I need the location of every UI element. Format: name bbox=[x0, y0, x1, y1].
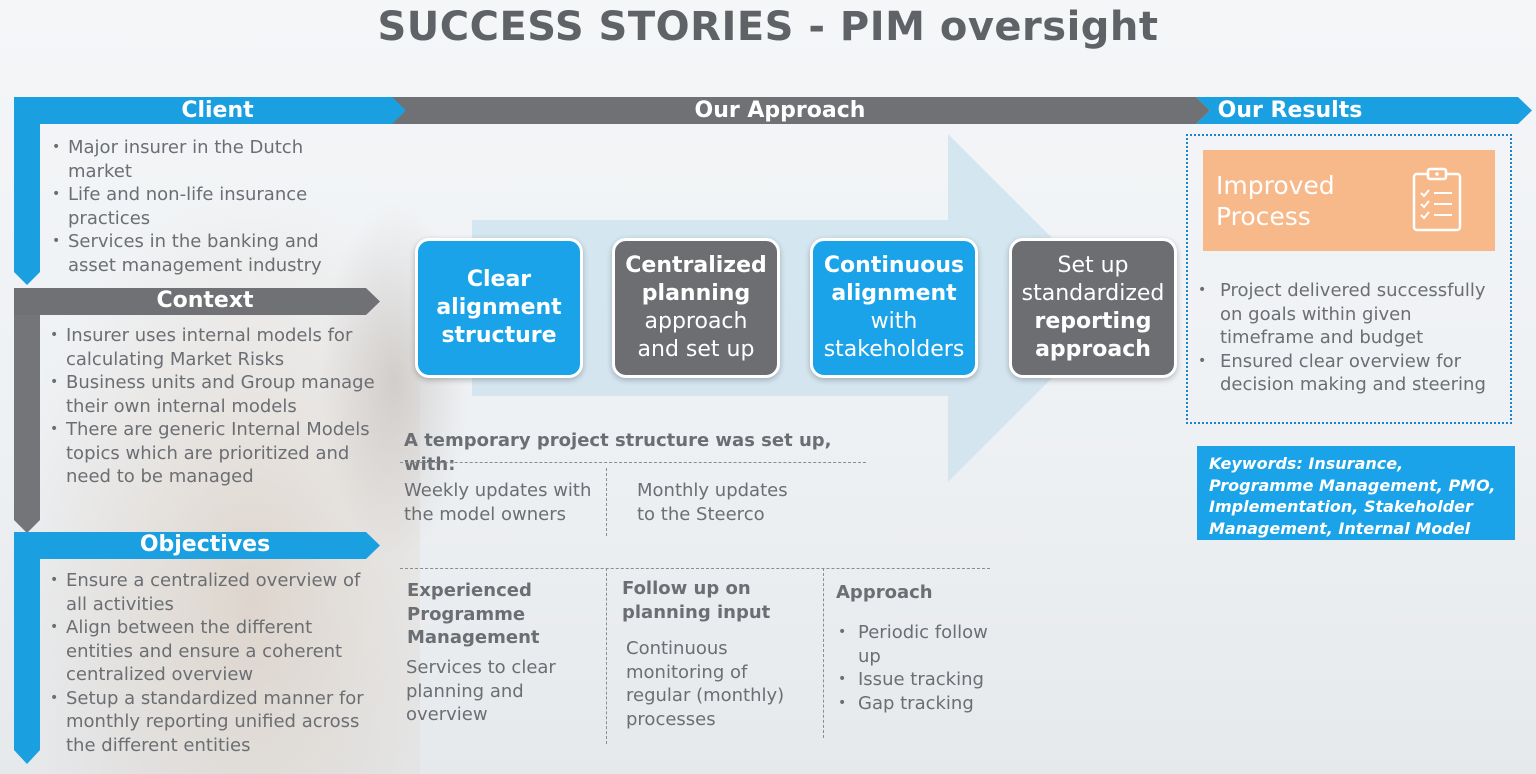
context-list: Insurer uses internal models for calcula… bbox=[50, 324, 375, 489]
col1-text: Services to clear planning and overview bbox=[406, 657, 556, 725]
list-item: Periodic follow up bbox=[838, 621, 998, 668]
context-header: Context bbox=[156, 288, 254, 313]
step-line: Set up bbox=[1057, 253, 1129, 278]
col3-list: Periodic follow up Issue tracking Gap tr… bbox=[838, 621, 998, 715]
objectives-header: Objectives bbox=[139, 532, 271, 557]
step-line: Centralized bbox=[625, 253, 767, 278]
client-list: Major insurer in the Dutch market Life a… bbox=[52, 136, 362, 277]
step-line: standardized bbox=[1021, 281, 1165, 306]
list-item: Life and non-life insurance practices bbox=[52, 183, 362, 230]
header-bands bbox=[14, 97, 1532, 124]
left-section-bars bbox=[14, 120, 40, 764]
list-item: Ensure a centralized overview of all act… bbox=[50, 569, 375, 616]
step-line: alignment bbox=[831, 281, 957, 306]
divider bbox=[400, 568, 990, 569]
list-item: There are generic Internal Models topics… bbox=[50, 418, 375, 489]
step-line: Clear bbox=[466, 267, 532, 292]
approach-header: Our Approach bbox=[694, 98, 866, 123]
results-header: Our Results bbox=[1217, 98, 1363, 123]
list-item: Services in the banking and asset manage… bbox=[52, 230, 362, 277]
structure-heading: A temporary project structure was set up… bbox=[404, 430, 832, 475]
divider bbox=[606, 568, 607, 744]
step-line: stakeholders bbox=[823, 337, 965, 362]
divider bbox=[606, 468, 607, 536]
col2-heading: Follow up on planning input bbox=[622, 578, 771, 623]
objectives-band bbox=[14, 532, 380, 559]
divider bbox=[823, 568, 824, 738]
keywords-box: Keywords: Insurance, Programme Managemen… bbox=[1197, 446, 1515, 540]
results-frame bbox=[1186, 134, 1512, 424]
approach-step-4: Set up standardized reporting approach bbox=[1009, 238, 1177, 378]
step-line: Continuous bbox=[823, 253, 965, 278]
list-item: Business units and Group manage their ow… bbox=[50, 371, 375, 418]
list-item: Major insurer in the Dutch market bbox=[52, 136, 362, 183]
context-band bbox=[14, 288, 380, 315]
clipboard-checklist-icon bbox=[1412, 167, 1462, 232]
step-line: alignment bbox=[436, 295, 562, 320]
step-line: reporting bbox=[1034, 309, 1152, 334]
objectives-vbar bbox=[14, 532, 40, 764]
col2-text: Continuous monitoring of regular (monthl… bbox=[626, 638, 785, 730]
client-vbar bbox=[14, 120, 40, 285]
step-line: approach bbox=[644, 309, 748, 334]
improved-process-label: Improved Process bbox=[1216, 171, 1335, 231]
weekly-updates: Weekly updates with the model owners bbox=[404, 480, 592, 525]
step-line: planning bbox=[641, 281, 751, 306]
step-line: structure bbox=[441, 323, 557, 348]
context-vbar bbox=[14, 288, 40, 533]
list-item: Insurer uses internal models for calcula… bbox=[50, 324, 375, 371]
approach-step-3: Continuous alignment with stakeholders bbox=[810, 238, 978, 378]
improved-process-tile bbox=[1203, 150, 1495, 251]
approach-step-2: Centralized planning approach and set up bbox=[612, 238, 780, 378]
list-item: Gap tracking bbox=[838, 692, 998, 716]
list-item: Setup a standardized manner for monthly … bbox=[50, 687, 375, 758]
objectives-list: Ensure a centralized overview of all act… bbox=[50, 569, 375, 757]
step-line: and set up bbox=[637, 337, 755, 362]
approach-band bbox=[380, 97, 1210, 124]
client-band bbox=[14, 97, 406, 124]
step-line: approach bbox=[1035, 337, 1151, 362]
client-header: Client bbox=[181, 98, 254, 123]
results-band bbox=[1196, 97, 1532, 124]
list-item: Issue tracking bbox=[838, 668, 998, 692]
results-list: Project delivered successfully on goals … bbox=[1198, 279, 1498, 397]
list-item: Align between the different entities and… bbox=[50, 616, 375, 687]
col1-heading: Experienced Programme Management bbox=[407, 580, 540, 648]
divider bbox=[400, 462, 866, 463]
step-line: with bbox=[870, 309, 918, 334]
col3-heading: Approach bbox=[836, 582, 933, 603]
page-title: SUCCESS STORIES - PIM oversight bbox=[377, 4, 1159, 50]
list-item: Ensured clear overview for decision maki… bbox=[1198, 350, 1498, 397]
monthly-updates: Monthly updates to the Steerco bbox=[637, 480, 788, 525]
list-item: Project delivered successfully on goals … bbox=[1198, 279, 1498, 350]
approach-step-1: Clear alignment structure bbox=[415, 238, 583, 378]
